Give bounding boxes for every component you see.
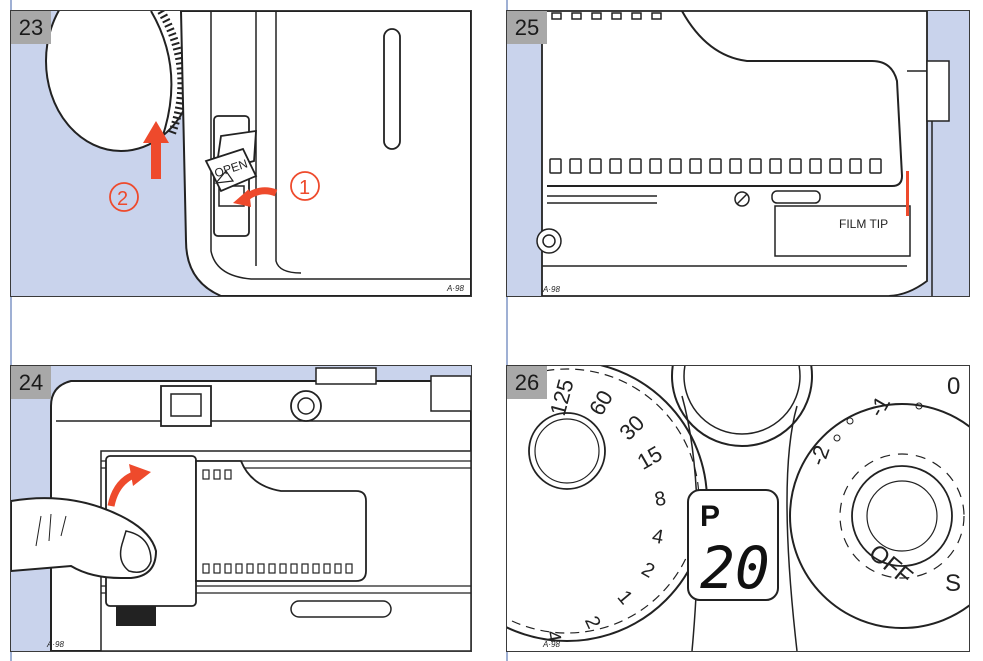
- curved-arrow-icon: [233, 187, 278, 207]
- margin-line-left: [10, 0, 12, 661]
- step-1-label: 1: [299, 177, 310, 199]
- s-label: S: [945, 570, 961, 597]
- figure-23: 23 OPEN: [10, 10, 472, 297]
- artist-initials: A·98: [542, 640, 560, 649]
- frame-count: 20: [700, 534, 770, 602]
- film-tip-marker: [906, 171, 909, 216]
- shutter-mark: 8: [653, 488, 668, 512]
- film-cartridge-loading-illustration: A·98: [11, 366, 471, 651]
- film-sprocket-holes: [202, 469, 353, 574]
- figure-number: 25: [507, 11, 547, 44]
- figure-number: 24: [11, 366, 51, 399]
- top-dials-illustration: P 20 125 60 30 15 8 4 2 1 2 4 0 -1 -2 OF…: [507, 366, 969, 651]
- figure-26: 26 P 20 125 60 30 15 8 4 2 1 2 4 0 -1: [506, 365, 970, 652]
- mode-indicator: P: [700, 500, 720, 533]
- artist-initials: A·98: [446, 284, 464, 293]
- margin-line-middle: [506, 0, 508, 661]
- figure-24: 24: [10, 365, 472, 652]
- figure-number: 26: [507, 366, 547, 399]
- step-2-label: 2: [117, 188, 128, 210]
- camera-back-cover-illustration: OPEN 2 1 A·98: [11, 11, 471, 296]
- open-latch-lever: [204, 129, 258, 193]
- figure-number: 23: [11, 11, 51, 44]
- up-arrow-icon: [143, 121, 169, 179]
- film-sprocket-holes: [549, 158, 882, 174]
- step-1-circle: [290, 171, 320, 201]
- shutter-mark: 4: [541, 629, 565, 644]
- curved-arrow-icon: [107, 464, 151, 507]
- step-2-circle: [109, 182, 139, 212]
- film-tip-label: FILM TIP: [839, 217, 888, 231]
- figure-25: 25: [506, 10, 970, 297]
- top-film-sprocket-holes: [551, 12, 662, 20]
- shutter-mark: 4: [650, 525, 665, 549]
- finger-illustration: [11, 497, 158, 579]
- frame-counter-window: [687, 489, 779, 601]
- compensation-mark: 0: [947, 373, 960, 400]
- artist-initials: A·98: [46, 640, 64, 649]
- artist-initials: A·98: [542, 285, 560, 294]
- film-tip-alignment-illustration: FILM TIP A·98: [507, 11, 969, 296]
